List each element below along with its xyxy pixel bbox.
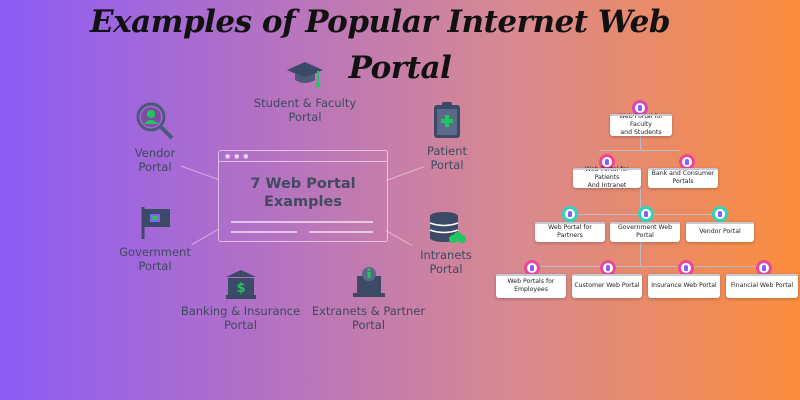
laptop-info-icon (352, 267, 385, 297)
node-student-faculty: Student & Faculty Portal (245, 58, 365, 124)
node-label: Extranets & Partner (311, 304, 426, 318)
node-label: Portal (138, 259, 172, 273)
center-line (231, 221, 373, 223)
node-label: Portal (288, 110, 322, 124)
tree-node-root: Web Portal for Faculty and Students (610, 113, 672, 136)
tree-node-government: Government Web Portal (610, 222, 680, 242)
tree-node-label: Bank and Consumer (651, 170, 715, 177)
tree-node-bank-consumer: Bank and Consumer Portals (648, 168, 718, 188)
graduation-cap-icon (287, 62, 323, 88)
tree-node-label: Financial Web Portal (730, 282, 794, 289)
node-label: Portal (223, 318, 258, 332)
tree-node-patients-intranet: Web Portal for Patients And Intranet (573, 166, 641, 189)
vendor-search-icon (136, 102, 174, 140)
node-label: Portal (351, 318, 386, 332)
government-flag-icon (141, 207, 170, 239)
tree-connector (640, 242, 641, 266)
tree-connector (640, 188, 641, 214)
clipboard-medical-icon (434, 102, 460, 138)
tree-node-label: Web Portal for Partners (548, 224, 592, 239)
node-label: Portal (429, 262, 463, 276)
tree-node-label: and Students (620, 129, 662, 136)
node-vendor: Vendor Portal (115, 100, 195, 174)
node-label: Vendor (134, 146, 176, 160)
tree-connector (640, 136, 641, 150)
svg-text:$: $ (236, 281, 245, 296)
tree-node-label: Employees (514, 286, 548, 293)
page-title-line1: Examples of Popular Internet Web (89, 4, 671, 40)
tree-connector (526, 266, 766, 267)
center-line (309, 231, 373, 233)
spoke-line (385, 230, 412, 246)
node-label: Intranets (420, 248, 472, 262)
node-label: Government (119, 245, 191, 259)
tree-node-vendor: Vendor Portal (686, 222, 754, 242)
node-label: Banking & Insurance (180, 304, 301, 318)
window-bar (219, 161, 387, 162)
tree-node-label: Web Portal for Faculty (619, 113, 663, 128)
node-label: Student & Faculty (253, 96, 357, 110)
node-label: Portal (138, 160, 172, 174)
tree-node-employees: Web Portals for Employees (496, 274, 566, 298)
tree-badge-icon (638, 206, 654, 222)
tree-node-customer: Customer Web Portal (572, 274, 642, 298)
tree-node-financial: Financial Web Portal (726, 274, 798, 298)
node-banking-insurance: $ Banking & Insurance Portal (178, 268, 303, 332)
tree-node-label: And Intranet (587, 182, 627, 189)
hierarchy-tree: Web Portal for Faculty and Students Web … (480, 92, 800, 322)
tree-node-partners: Web Portal for Partners (535, 222, 605, 242)
tree-node-label: Insurance Web Portal (651, 282, 717, 289)
tree-node-label: Web Portal for Patients (585, 166, 629, 181)
center-label-line2: Examples (264, 194, 342, 210)
node-intranets: Intranets Portal (410, 210, 482, 276)
window-dots-icon: ● ● ● (225, 153, 250, 160)
center-box: ● ● ● 7 Web Portal Examples (218, 150, 388, 242)
tree-badge-icon (562, 206, 578, 222)
database-cloud-icon (429, 212, 466, 243)
center-line (231, 231, 297, 233)
center-label-line1: 7 Web Portal (250, 176, 356, 192)
node-patient: Patient Portal (412, 100, 482, 172)
node-extranets-partner: Extranets & Partner Portal (306, 266, 431, 332)
tree-node-label: Portals (672, 178, 694, 185)
tree-connector (600, 150, 680, 151)
tree-node-label: Web Portals for (507, 278, 555, 285)
tree-node-label: Vendor Portal (699, 228, 741, 235)
node-label: Portal (430, 158, 464, 172)
node-label: Patient (426, 144, 468, 158)
tree-node-label: Government Web Portal (617, 224, 673, 239)
tree-node-label: Customer Web Portal (574, 282, 640, 289)
bank-icon: $ (225, 270, 256, 299)
tree-node-insurance: Insurance Web Portal (648, 274, 720, 298)
tree-badge-icon (712, 206, 728, 222)
node-government: Government Portal (110, 205, 200, 273)
center-label: 7 Web Portal Examples (219, 175, 387, 211)
page-title-line2: Portal (348, 50, 452, 86)
